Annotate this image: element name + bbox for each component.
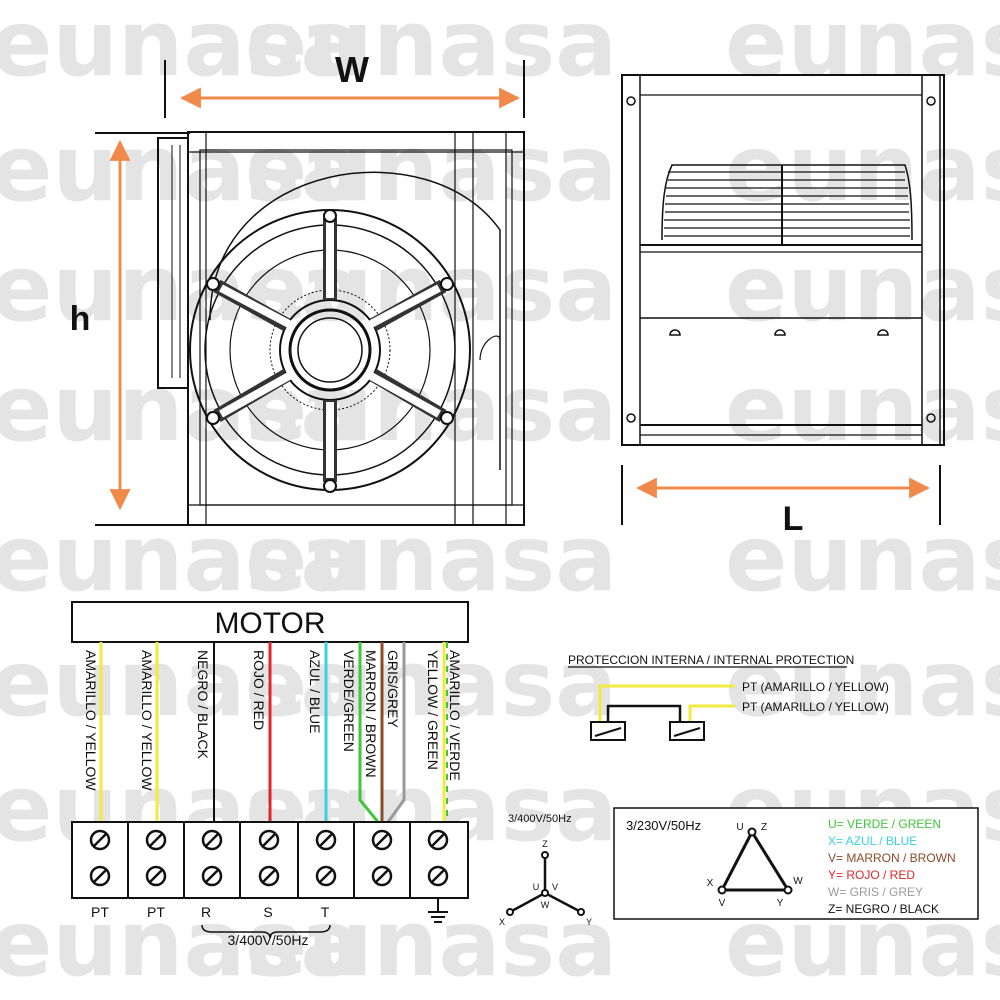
ground-icon xyxy=(428,898,448,923)
protection-line-2: PT (AMARILLO / YELLOW) xyxy=(742,700,889,714)
side-view xyxy=(621,74,945,446)
wire-label-pt1: AMARILLO / YELLOW xyxy=(83,650,99,791)
length-dimension: L xyxy=(621,465,941,538)
length-label: L xyxy=(783,500,804,538)
delta-label-x: X xyxy=(707,878,714,889)
supply-brace xyxy=(201,924,331,939)
delta-title: 3/230V/50Hz xyxy=(626,818,701,833)
width-dimension: W xyxy=(164,49,525,118)
delta-legend-item: Y= ROJO / RED xyxy=(828,868,915,882)
height-dimension: h xyxy=(70,132,190,526)
delta-legend-item: U= VERDE / GREEN xyxy=(828,817,941,831)
terminal-label-s: S xyxy=(263,904,272,920)
star-title: 3/400V/50Hz xyxy=(508,813,572,825)
delta-label-z: Z xyxy=(761,822,767,833)
watermark-text: eunasa xyxy=(245,890,617,997)
wire-label-blue: AZUL / BLUE xyxy=(307,650,323,734)
star-connection: 3/400V/50Hz Z U V X W Y xyxy=(499,813,592,927)
watermark-text: eunasa xyxy=(725,235,1000,342)
star-label-x: X xyxy=(499,917,505,927)
delta-label-w: W xyxy=(793,876,803,887)
watermark-text: eunasa xyxy=(0,890,362,997)
watermark-text: eunasa xyxy=(0,630,362,737)
motor-wiring: MOTOR AMARILLO / YELLOW AMARILLO / YELLO… xyxy=(71,601,469,948)
height-label: h xyxy=(70,300,91,338)
terminal-label-r: R xyxy=(201,904,211,920)
delta-connection: 3/230V/50Hz U Z X W V Y U= VERDE / GREEN… xyxy=(613,807,979,920)
terminal-label-t: T xyxy=(321,904,330,920)
terminal-label-pt1: PT xyxy=(91,904,109,920)
motor-title: MOTOR xyxy=(214,607,325,640)
watermark-text: eunasa xyxy=(0,355,362,462)
delta-legend: U= VERDE / GREEN X= AZUL / BLUE V= MARRON … xyxy=(828,817,956,916)
wire-label-pt2: AMARILLO / YELLOW xyxy=(139,650,155,791)
wire-grey xyxy=(386,642,406,823)
watermark-text: eunasa xyxy=(725,115,1000,222)
motor-box xyxy=(71,601,469,643)
star-label-y: Y xyxy=(586,917,592,927)
delta-label-y: Y xyxy=(777,898,784,909)
star-label-v: V xyxy=(552,882,558,892)
delta-legend-item: X= AZUL / BLUE xyxy=(828,834,917,848)
watermark-text: eunasa xyxy=(725,0,1000,97)
supply-label: 3/400V/50Hz xyxy=(228,932,309,948)
watermark-text: eunasa xyxy=(245,505,617,612)
width-label: W xyxy=(335,49,369,90)
watermark-text: eunasa xyxy=(725,630,1000,737)
wire-green xyxy=(358,642,380,823)
star-label-w: W xyxy=(541,900,550,910)
wire-label-brown: MARRON / BROWN xyxy=(363,650,379,778)
protection-title: PROTECCION INTERNA / INTERNAL PROTECTION xyxy=(568,653,854,667)
wire-label-green: VERDE/GREEN xyxy=(341,650,357,752)
wire-label-black: NEGRO / BLACK xyxy=(195,650,211,760)
terminal-label-pt2: PT xyxy=(147,904,165,920)
delta-label-v: V xyxy=(719,898,726,909)
watermark-text: eunasa xyxy=(245,630,617,737)
delta-legend-item: Z= NEGRO / BLACK xyxy=(828,902,939,916)
watermark-text: eunasa xyxy=(245,0,617,97)
internal-protection: PROTECCION INTERNA / INTERNAL PROTECTION… xyxy=(568,653,889,741)
delta-legend-item: W= GRIS / GREY xyxy=(828,885,923,899)
protection-line-1: PT (AMARILLO / YELLOW) xyxy=(742,680,889,694)
wire-label-red: ROJO / RED xyxy=(251,650,267,730)
watermark-text: eunasa xyxy=(0,235,362,342)
star-label-z: Z xyxy=(542,839,548,849)
watermark-text: eunasa xyxy=(725,505,1000,612)
wire-label-yg1: AMARILLO / VERDE xyxy=(447,650,463,781)
watermark-text: eunasa xyxy=(0,505,362,612)
front-view xyxy=(157,131,525,526)
wire-label-grey: GRIS/GREY xyxy=(385,650,401,728)
delta-box xyxy=(613,807,979,920)
star-label-u: U xyxy=(533,882,540,892)
wire-label-yg2: YELLOW / GREEN xyxy=(425,650,441,770)
watermark-text: eunasa xyxy=(0,0,362,97)
delta-legend-item: V= MARRON / BROWN xyxy=(828,851,956,865)
delta-label-u: U xyxy=(736,822,743,833)
